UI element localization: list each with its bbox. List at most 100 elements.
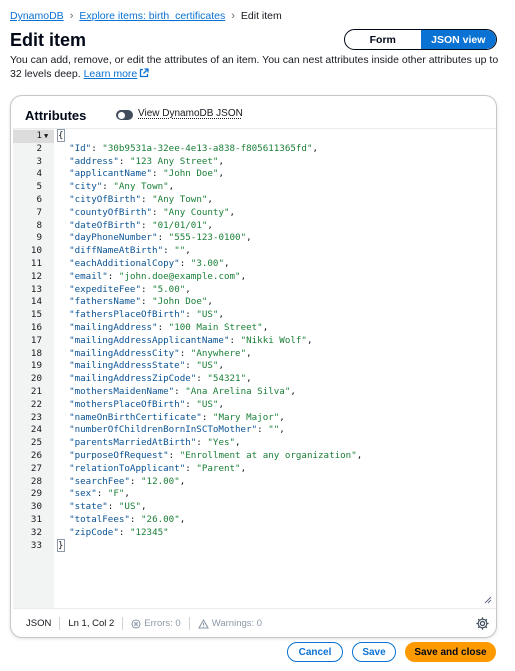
cancel-button[interactable]: Cancel [287,642,343,662]
line-number: 33 [30,539,42,551]
code-text: "email": "john.doe@example.com", [58,271,246,284]
json-value: "Ana Arelina Silva" [185,385,291,397]
breadcrumb-link-dynamodb[interactable]: DynamoDB [10,10,64,22]
json-key: "expediteFee" [58,283,141,295]
gear-icon[interactable] [475,616,490,631]
code-lines: 1▼{2 "Id": "30b9531a-32ee-4e13-a838-f805… [13,129,496,553]
code-line: 6 "cityOfBirth": "Any Town", [13,194,496,207]
json-key: "totalFees" [58,513,130,525]
comma: , [207,219,213,231]
code-line: 13 "expediteFee": "5.00", [13,284,496,297]
json-value: "John Doe" [152,296,208,308]
colon: : [91,142,103,154]
line-number: 17 [30,334,42,346]
json-value: "Any County" [163,206,230,218]
code-text: "expediteFee": "5.00", [58,284,191,297]
dynamodb-json-toggle-label[interactable]: View DynamoDB JSON [138,108,243,119]
code-text: "nameOnBirthCertificate": "Mary Major", [58,412,285,425]
colon: : [140,193,153,205]
breadcrumb-link-explore-items[interactable]: Explore items: birth_certificates [79,10,226,22]
json-key: "nameOnBirthCertificate" [58,411,202,423]
json-key: "applicantName" [58,168,153,180]
comma: , [279,411,285,423]
line-number: 29 [30,488,42,500]
json-key: "relationToApplicant" [58,462,186,474]
line-number: 5 [36,181,42,193]
json-value: "54321" [207,373,247,385]
code-text: "eachAdditionalCopy": "3.00", [58,257,230,271]
resize-handle-icon[interactable] [484,596,492,604]
code-line: 21 "mothersMaidenName": "Ana Arelina Sil… [13,386,496,399]
json-code-editor[interactable]: 1▼{2 "Id": "30b9531a-32ee-4e13-a838-f805… [13,128,496,609]
code-text: "mothersPlaceOfBirth": "US", [58,399,224,412]
line-number: 12 [30,270,42,282]
comma: , [229,206,236,218]
code-text: "relationToApplicant": "Parent", [58,463,246,476]
json-key: "dateOfBirth" [58,219,141,231]
colon: : [185,398,197,410]
colon: : [129,475,141,487]
json-key: "mothersPlaceOfBirth" [58,398,186,410]
code-text: "mailingAddress": "100 Main Street", [58,322,268,335]
description-text: You can add, remove, or edit the attribu… [10,54,499,80]
errors-indicator[interactable]: Errors: 0 [123,618,188,629]
colon: : [185,309,197,321]
dynamodb-json-toggle[interactable] [116,110,133,120]
editor-status-bar: JSON Ln 1, Col 2 Errors: 0 Warnings: 0 [13,610,496,637]
code-text: "mailingAddressZipCode": "54321", [58,373,252,386]
breadcrumb: DynamoDB › Explore items: birth_certific… [10,10,282,22]
code-text: "dayPhoneNumber": "555-123-0100", [58,232,252,245]
json-view-button[interactable]: JSON view [420,30,496,49]
warnings-indicator[interactable]: Warnings: 0 [190,618,270,629]
code-line: 12 "email": "john.doe@example.com", [13,271,496,284]
line-number: 2 [36,142,42,154]
page-description: You can add, remove, or edit the attribu… [10,53,505,81]
code-line: 32 "zipCode": "12345" [13,527,496,540]
code-line: 10 "diffNameAtBirth": "", [13,245,496,258]
line-number: 26 [30,449,42,461]
code-text: "mailingAddressApplicantName": "Nikki Wo… [58,334,312,348]
colon: : [229,334,241,346]
json-value: "30b9531a-32ee-4e13-a838-f805611365fd" [102,142,313,154]
json-key: "city" [58,181,103,193]
code-line: 33} [13,538,496,553]
comma: , [141,501,147,513]
learn-more-link[interactable]: Learn more [84,68,150,80]
line-number: 6 [36,193,42,205]
colon: : [201,411,213,423]
json-value: "100 Main Street" [168,321,263,333]
errors-label: Errors: 0 [144,618,181,629]
json-value: "Yes" [207,437,236,449]
code-line: 15 "fathersPlaceOfBirth": "US", [13,309,496,322]
colon: : [185,360,197,372]
warning-icon [197,618,209,629]
line-number: 30 [30,501,42,513]
json-value: "john.doe@example.com" [118,270,241,282]
json-value: "Parent" [196,462,241,474]
warnings-label: Warnings: 0 [211,618,263,629]
comma: , [179,475,186,487]
code-line: 22 "mothersPlaceOfBirth": "US", [13,399,496,412]
cursor-position: Ln 1, Col 2 [68,618,115,629]
code-line: 30 "state": "US", [13,501,496,514]
comma: , [168,181,175,193]
colon: : [140,296,153,308]
comma: , [223,257,230,269]
code-line: 29 "sex": "F", [13,488,496,501]
colon: : [163,245,175,257]
code-line: 19 "mailingAddressState": "US", [13,360,496,373]
save-and-close-button[interactable]: Save and close [405,642,496,662]
fold-arrow-icon[interactable]: ▼ [44,132,49,140]
comma: , [356,449,363,461]
json-value: "555-123-0100" [168,232,247,244]
colon: : [152,206,164,218]
json-value: "3.00" [190,257,224,269]
json-value: "01/01/01" [152,219,208,231]
comma: , [246,232,252,244]
save-button[interactable]: Save [352,642,396,662]
colon: : [96,488,108,500]
chevron-right-icon: › [69,10,74,22]
json-value: "John Doe" [163,168,219,180]
form-view-button[interactable]: Form [369,33,396,46]
view-mode-toggle: Form JSON view [344,29,497,50]
